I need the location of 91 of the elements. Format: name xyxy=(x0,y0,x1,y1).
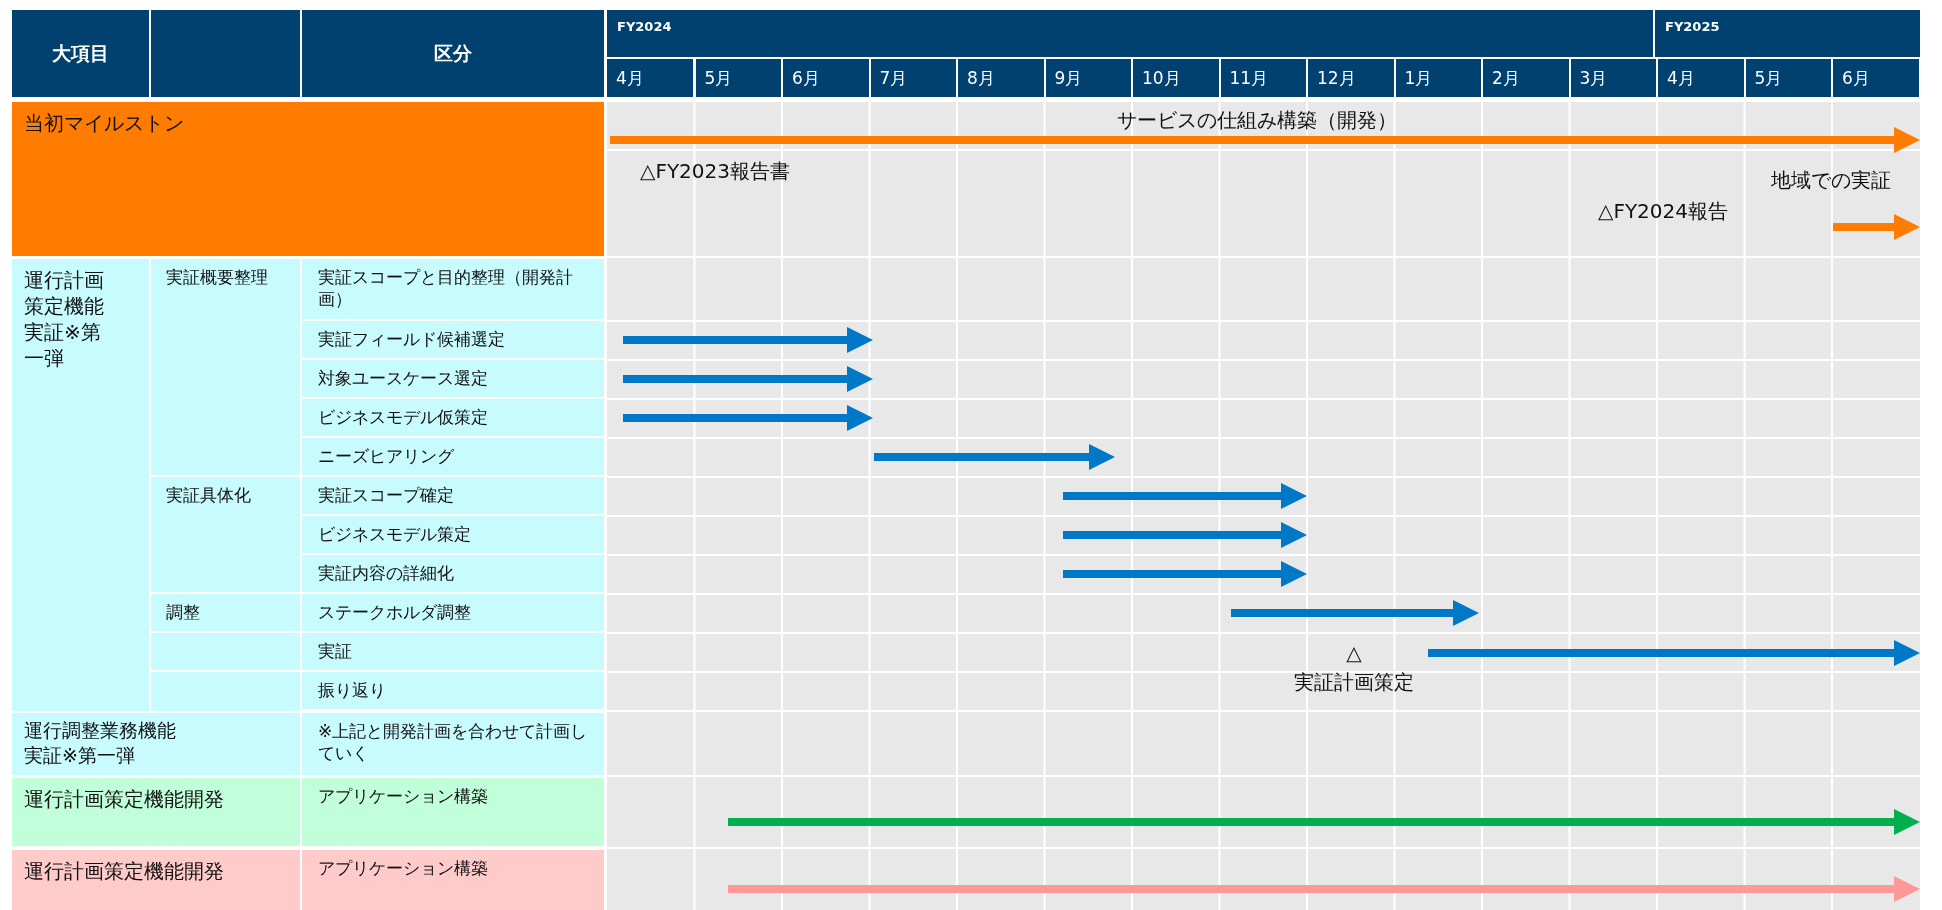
header-cell xyxy=(1833,59,1919,97)
header-cell xyxy=(607,59,693,97)
cell-text: 運行計画策定機能実証※第一弾 xyxy=(24,267,105,371)
cell-text: 9月 xyxy=(1054,67,1083,90)
table-cell xyxy=(151,633,300,670)
header-cell xyxy=(1395,59,1481,97)
table-cell xyxy=(302,633,604,670)
table-cell xyxy=(302,259,604,319)
cell-text: ビジネスモデル策定 xyxy=(318,523,472,546)
cell-text: 対象ユースケース選定 xyxy=(318,367,489,390)
cell-text: 調整 xyxy=(166,601,201,624)
cell-text: アプリケーション構築 xyxy=(318,857,489,880)
cell-text: 実証内容の詳細化 xyxy=(318,562,455,585)
cell-text: 10月 xyxy=(1142,67,1181,90)
cell-text: アプリケーション構築 xyxy=(318,785,489,808)
milestone-label: △FY2023報告書 xyxy=(640,159,790,183)
table-cell xyxy=(151,594,300,631)
cell-text: 5月 xyxy=(1754,67,1783,90)
header-cell xyxy=(783,59,869,97)
cell-text: 4月 xyxy=(1667,67,1695,90)
header-cell xyxy=(1655,10,1920,57)
cell-text: 実証 xyxy=(318,640,353,663)
header-cell xyxy=(1745,59,1831,97)
cell-text: 8月 xyxy=(967,67,995,90)
cell-text: 6月 xyxy=(1842,67,1870,90)
cell-text: 4月 xyxy=(616,67,644,90)
table-cell xyxy=(151,672,300,711)
header-cell xyxy=(12,10,149,97)
bar-label: サービスの仕組み構築（開発） xyxy=(1117,108,1397,132)
header-cell xyxy=(607,10,1653,57)
table-cell xyxy=(12,850,300,910)
cell-text: 実証フィールド候補選定 xyxy=(318,328,506,351)
cell-text: 6月 xyxy=(792,67,820,90)
header-cell xyxy=(870,59,956,97)
header-cell xyxy=(302,10,604,97)
cell-text: 1月 xyxy=(1404,67,1433,90)
header-cell xyxy=(1308,59,1394,97)
header-cell xyxy=(695,59,781,97)
cell-text: 大項目 xyxy=(51,40,110,66)
header-cell xyxy=(1570,59,1656,97)
cell-text: 実証スコープと目的整理（開発計画） xyxy=(318,266,574,311)
cell-text: 運行計画策定機能開発 xyxy=(24,858,225,885)
table-cell xyxy=(302,850,604,910)
cell-text: 3月 xyxy=(1579,67,1608,90)
table-cell xyxy=(302,360,604,397)
table-cell xyxy=(302,713,604,775)
cell-text: ビジネスモデル仮策定 xyxy=(318,406,489,429)
cell-text: 実証具体化 xyxy=(166,484,252,507)
milestone-cell xyxy=(12,102,604,256)
table-cell xyxy=(151,259,300,475)
cell-text: 運行調整業務機能実証※第一弾 xyxy=(24,718,177,768)
table-cell xyxy=(302,399,604,436)
table-cell xyxy=(151,477,300,592)
header-cell xyxy=(1045,59,1131,97)
milestone-label: 実証計画策定 xyxy=(1294,670,1414,694)
cell-text: 振り返り xyxy=(318,679,387,702)
milestone-marker: △ xyxy=(1346,641,1362,665)
table-cell xyxy=(302,438,604,475)
cell-text: 区分 xyxy=(433,40,473,66)
cell-text: ステークホルダ調整 xyxy=(318,601,472,624)
table-cell xyxy=(302,477,604,514)
table-cell xyxy=(302,778,604,846)
header-cell xyxy=(1658,59,1744,97)
header-cell xyxy=(1220,59,1306,97)
table-cell xyxy=(302,555,604,592)
cell-text: 2月 xyxy=(1492,67,1520,90)
table-cell xyxy=(302,321,604,358)
cell-text: ニーズヒアリング xyxy=(318,445,455,468)
cell-text: 7月 xyxy=(879,67,908,90)
table-cell xyxy=(302,672,604,709)
cell-text: 実証スコープ確定 xyxy=(318,484,455,507)
cell-text: 運行計画策定機能開発 xyxy=(24,786,225,813)
cell-text: ※上記と開発計画を合わせて計画していく xyxy=(318,720,589,765)
table-cell xyxy=(302,594,604,631)
cell-text: 11月 xyxy=(1229,67,1269,90)
header-cell xyxy=(1133,59,1219,97)
table-cell xyxy=(12,259,149,711)
cell-text: 12月 xyxy=(1317,67,1356,90)
cell-text: FY2025 xyxy=(1665,19,1720,34)
milestone-label: △FY2024報告 xyxy=(1598,199,1728,223)
cell-text: 実証概要整理 xyxy=(166,266,269,289)
table-cell xyxy=(302,516,604,553)
cell-text: 当初マイルストン xyxy=(24,110,185,137)
table-cell xyxy=(12,713,300,775)
table-cell xyxy=(12,778,300,846)
header-cell xyxy=(958,59,1044,97)
header-cell xyxy=(151,10,300,97)
cell-text: 5月 xyxy=(704,67,733,90)
cell-text: FY2024 xyxy=(617,19,672,34)
bar-label: 地域での実証 xyxy=(1771,168,1891,192)
header-cell xyxy=(1483,59,1569,97)
